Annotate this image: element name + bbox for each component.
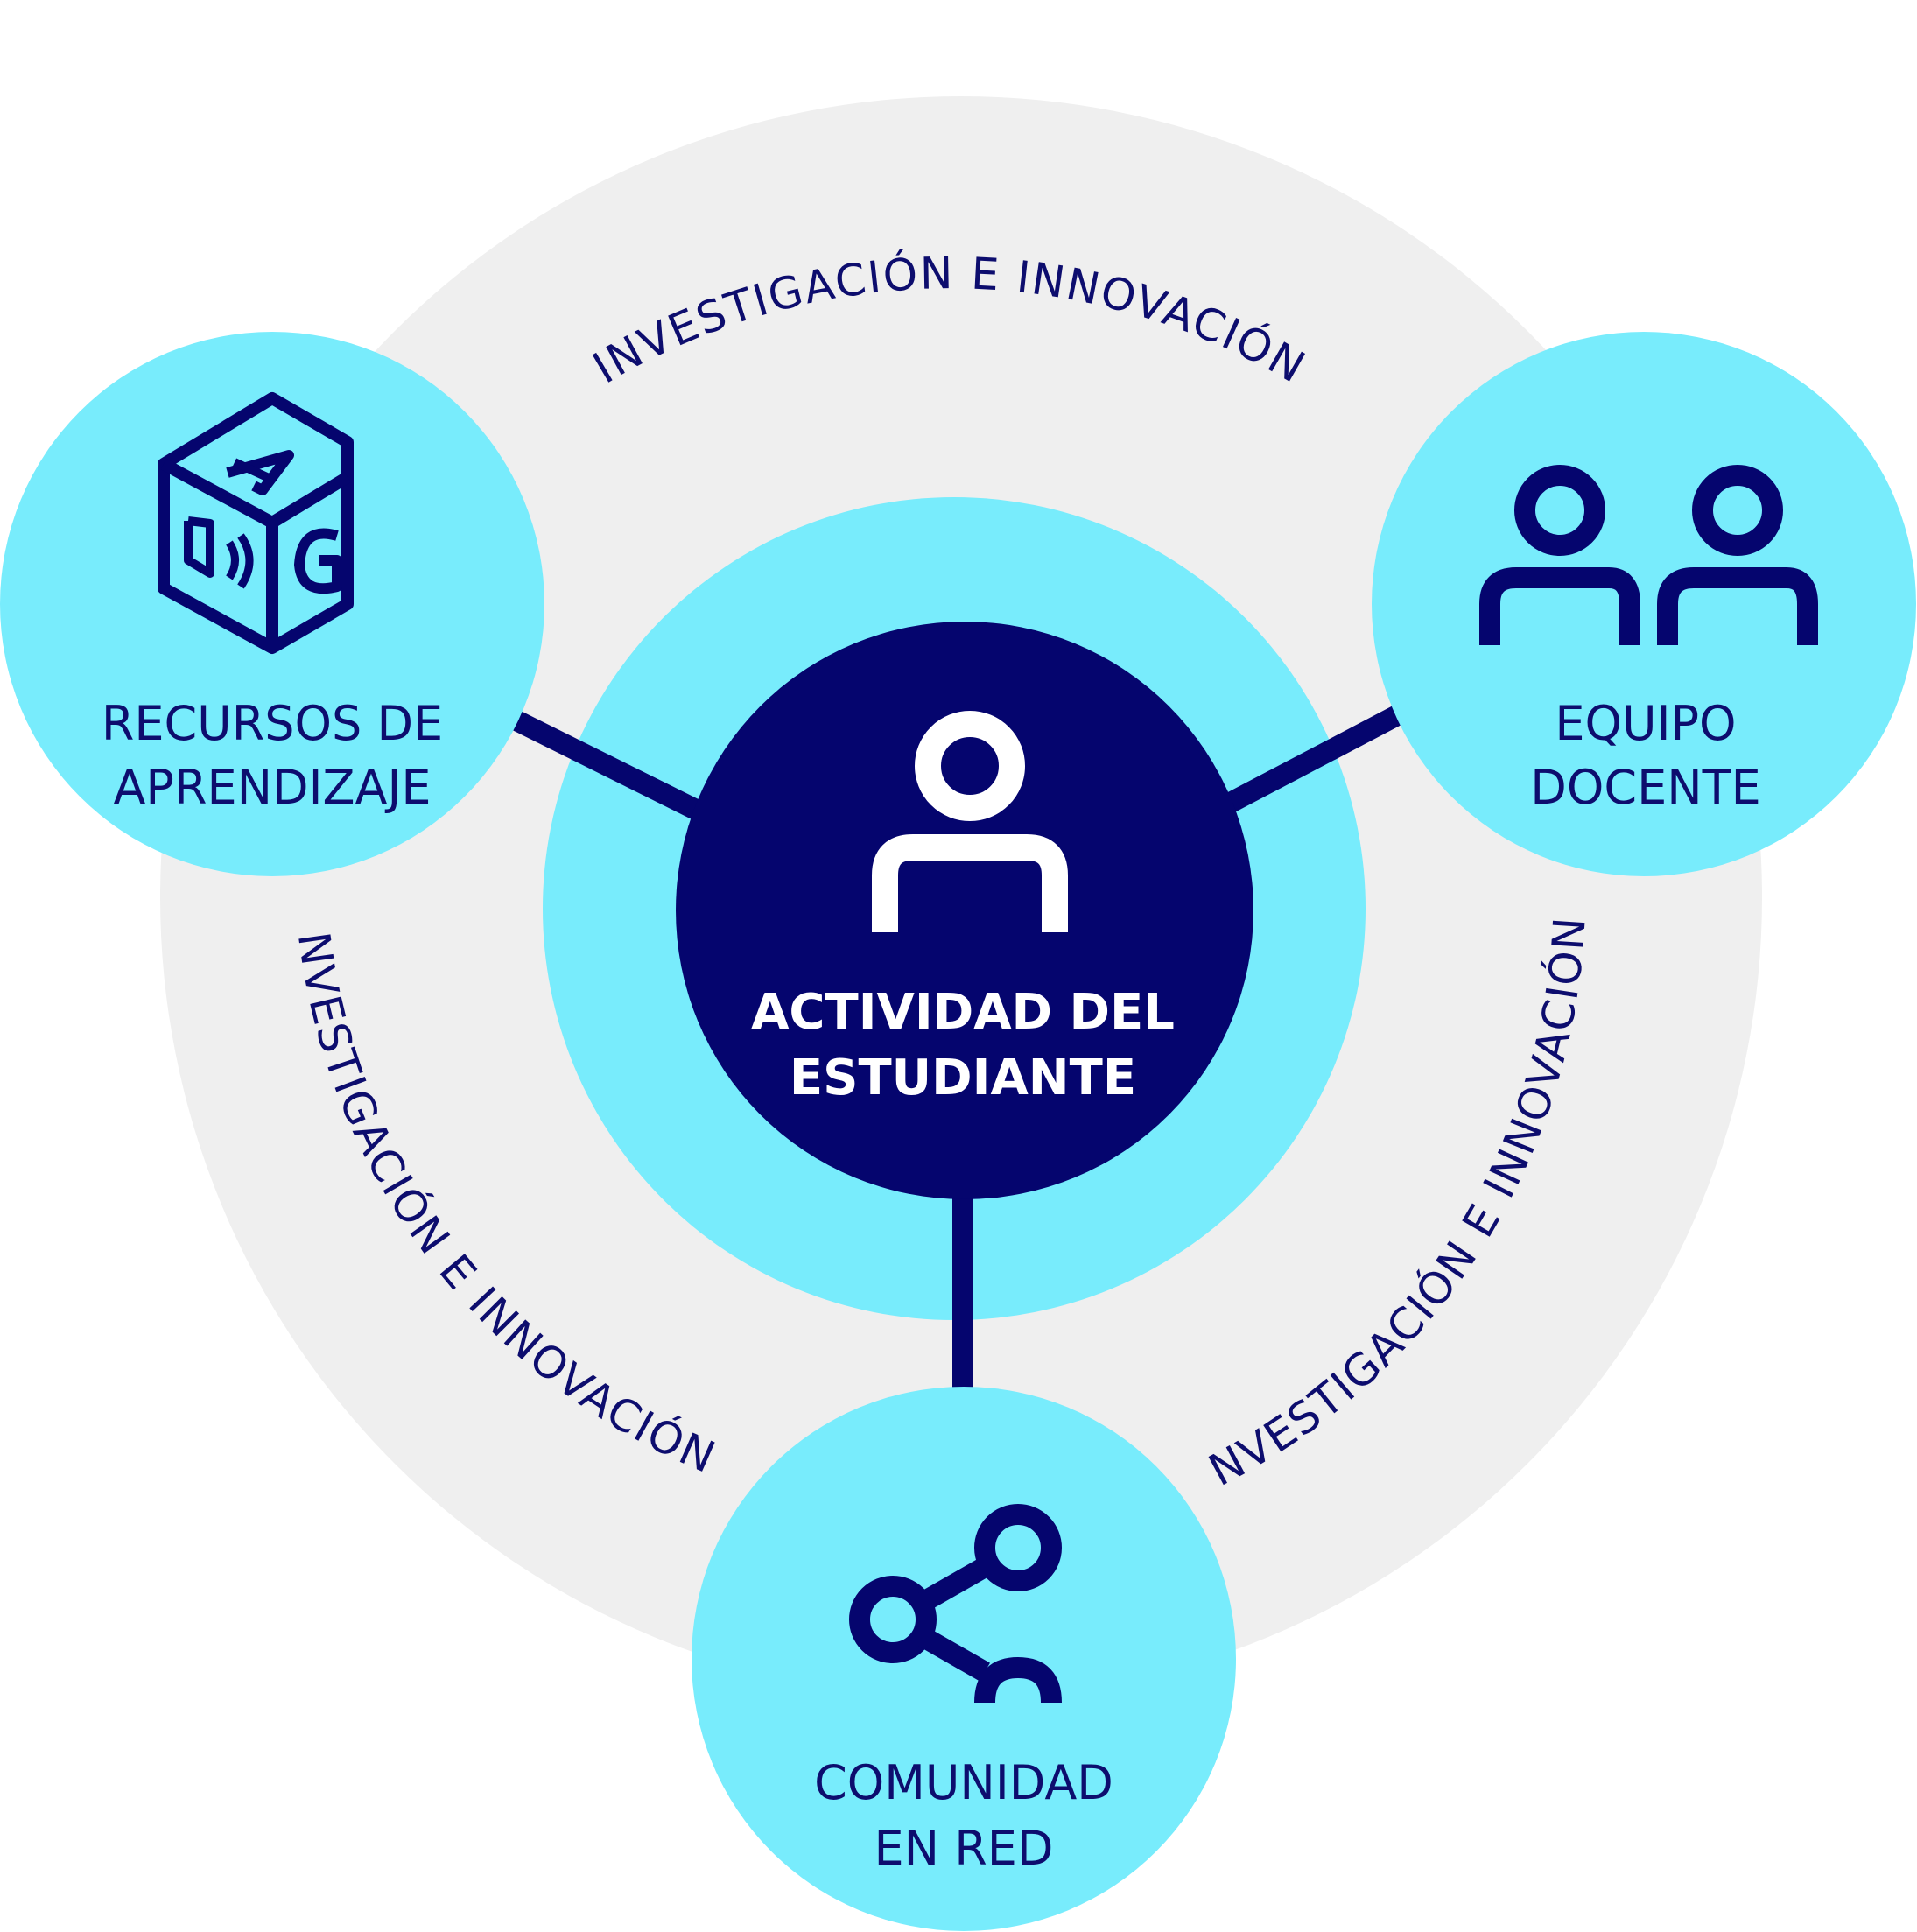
node-comunidad: COMUNIDAD EN RED xyxy=(692,1387,1236,1931)
student-person-icon xyxy=(872,711,1068,932)
share-network-icon xyxy=(849,1504,1062,1704)
node-recursos-line2: APRENDIZAJE xyxy=(113,760,431,815)
node-recursos: RECURSOS DE APRENDIZAJE xyxy=(0,332,544,876)
node-comunidad-line2: EN RED xyxy=(874,1821,1054,1876)
node-recursos-line1: RECURSOS DE xyxy=(102,696,443,751)
center-circle xyxy=(676,622,1253,1199)
center-title-line2: ESTUDIANTE xyxy=(790,1050,1136,1107)
learning-cube-icon xyxy=(158,392,354,654)
node-comunidad-line1: COMUNIDAD xyxy=(814,1755,1113,1810)
node-equipo-circle xyxy=(1372,332,1916,876)
two-people-icon xyxy=(1479,465,1818,645)
connector-equipo xyxy=(1220,704,1406,815)
node-equipo-line2: DOCENTE xyxy=(1530,760,1760,815)
connector-recursos xyxy=(502,706,701,819)
connectors xyxy=(502,704,1406,1392)
node-equipo: EQUIPO DOCENTE xyxy=(1372,332,1916,876)
center-title-line1: ACTIVIDAD DEL xyxy=(751,984,1175,1041)
node-equipo-line1: EQUIPO xyxy=(1555,696,1736,751)
